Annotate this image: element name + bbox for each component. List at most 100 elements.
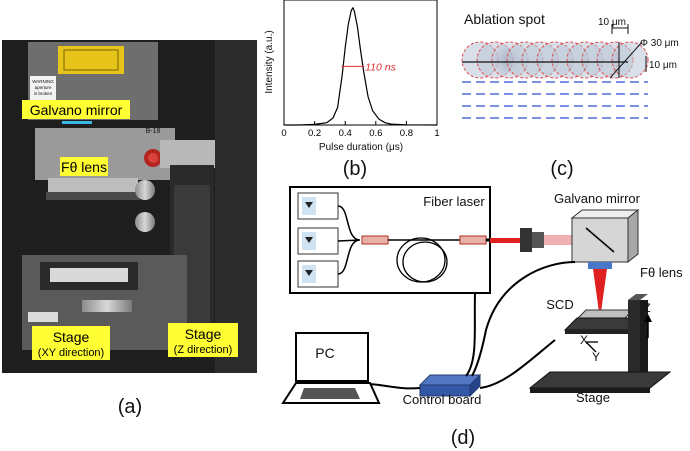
cable-galvano-to-board [471, 261, 576, 377]
enclosure-wall [215, 40, 257, 373]
micrometer [82, 300, 132, 312]
focused-laser-beam [593, 269, 607, 312]
stage-z-sublabel: (Z direction) [174, 344, 233, 356]
z-column-bracket [160, 140, 215, 168]
x-axis-label-schematic: X [580, 333, 588, 347]
panel-b-caption: (b) [343, 158, 367, 180]
stage-schematic-label: Stage [576, 390, 610, 405]
beam-to-galvano [544, 235, 572, 245]
cable-pc-to-board [367, 383, 421, 390]
scan-lines [462, 81, 648, 119]
x-tick-label-1: 0.2 [308, 128, 321, 139]
scd-sample [576, 309, 635, 319]
collimator-body [520, 228, 532, 252]
x-tick-label-5: 1 [434, 128, 439, 139]
scd-label: SCD [546, 297, 573, 312]
galvano-mirror-schematic-label: Galvano mirror [554, 191, 641, 206]
galvano-mirror-element [585, 227, 615, 253]
knob-upper [135, 180, 155, 200]
pump-diode-3 [297, 260, 339, 288]
x-tick-label-2: 0.4 [339, 128, 352, 139]
cable-laser-to-board [465, 292, 476, 377]
pump-diode-2 [297, 227, 339, 255]
panel-c-caption: (c) [550, 158, 573, 180]
x-tick-label-0: 0 [281, 128, 286, 139]
x-tick-label-4: 0.8 [400, 128, 413, 139]
pump-diode-1 [297, 192, 339, 220]
micrometer-left [28, 312, 58, 322]
galvano-label-box [22, 100, 130, 119]
step-dimension-label: 10 μm [598, 17, 626, 28]
y-axis-arrow [585, 341, 597, 353]
panel-d-schematic: Fiber laser Galvano mirror [281, 186, 683, 407]
control-board-side [469, 373, 481, 398]
galvano-box-top [570, 209, 640, 219]
stage-base-top [528, 371, 672, 389]
collimator-head [532, 232, 544, 248]
ftheta-lens-schematic-label: Fθ lens [640, 265, 683, 280]
warning-line-1: WARNING [32, 79, 54, 84]
warning-sticker [58, 46, 124, 74]
stage-xy-label: Stage [53, 329, 90, 345]
stage-xy-sublabel: (XY direction) [38, 347, 104, 359]
plot-frame [283, 0, 438, 126]
fiber-coil-inner [402, 241, 448, 283]
knob-lower [135, 212, 155, 232]
photo-small-text: B-18 [146, 128, 161, 135]
pitch-dimension-label: 10 μm [649, 60, 677, 71]
ftheta-lens-element [588, 262, 612, 269]
fiber-laser-label: Fiber laser [423, 194, 485, 209]
x-ticks: 0 0.2 0.4 0.6 0.8 1 [281, 121, 440, 139]
stage-z-label-box [168, 323, 238, 357]
pump-diode-2-symbol [305, 237, 313, 243]
warning-line-3: is broken [34, 91, 53, 96]
fiber-grating-2 [459, 235, 487, 245]
control-board-label: Control board [403, 392, 482, 407]
output-beam-segment [490, 238, 520, 243]
galvano-marker-line [62, 121, 92, 124]
fwhm-annotation: 110 ns [365, 61, 396, 73]
x-tick-label-3: 0.6 [369, 128, 382, 139]
ftheta-label-box [60, 157, 108, 176]
ablation-spot-title: Ablation spot [464, 11, 545, 27]
lens-ring [46, 192, 140, 200]
diameter-label: Φ 30 μm [640, 38, 679, 49]
emergency-stop-cap [148, 153, 158, 163]
z-stage-column-side [640, 300, 648, 376]
y-axis-label: Intensity (a.u.) [264, 30, 275, 93]
pc-screen[interactable] [295, 332, 369, 382]
xy-stage-edge [565, 330, 630, 334]
stage-sample-area [50, 268, 128, 282]
y-axis-label-schematic: Y [592, 350, 600, 364]
ablation-spot-row [461, 41, 649, 79]
panel-c-ablation: Ablation spot 10 μm Φ 30 μm 10 μm [461, 11, 679, 119]
pc-label: PC [315, 345, 334, 361]
galvano-box-side [627, 208, 639, 264]
panel-b-chart: 0 0.2 0.4 0.6 0.8 1 110 ns Pulse duration (μs… [264, 0, 440, 153]
z-axis-label: Z [643, 301, 650, 315]
stage-base-front [530, 388, 650, 393]
galvano-mirror-label: Galvano mirror [30, 102, 123, 118]
warning-line-2: aperture [35, 85, 52, 90]
panel-a-photo: WARNING aperture is broken Galvano mirro… [2, 40, 257, 373]
x-axis-label: Pulse duration (μs) [319, 142, 403, 153]
stage-xy-label-box [32, 326, 110, 360]
ablation-spot-10 [611, 41, 649, 79]
z-axis-arrowhead [644, 314, 652, 322]
z-stage-column [628, 300, 640, 378]
lens-barrel [48, 178, 138, 192]
ftheta-lens-label: Fθ lens [61, 159, 107, 175]
cable-stage-to-board [479, 339, 556, 389]
sticker-border [63, 49, 119, 71]
pump-diode-3-symbol [305, 270, 313, 276]
panel-a-caption: (a) [118, 396, 142, 418]
stage-z-label: Stage [185, 326, 222, 342]
pump-diode-1-symbol [305, 202, 313, 208]
pc-keyboard [300, 388, 360, 399]
warning-label [30, 76, 56, 100]
pulse-curve [284, 6, 438, 126]
pump-fibers [337, 205, 361, 275]
z-stage-column-top [628, 294, 648, 300]
fiber-grating-1 [361, 235, 389, 245]
